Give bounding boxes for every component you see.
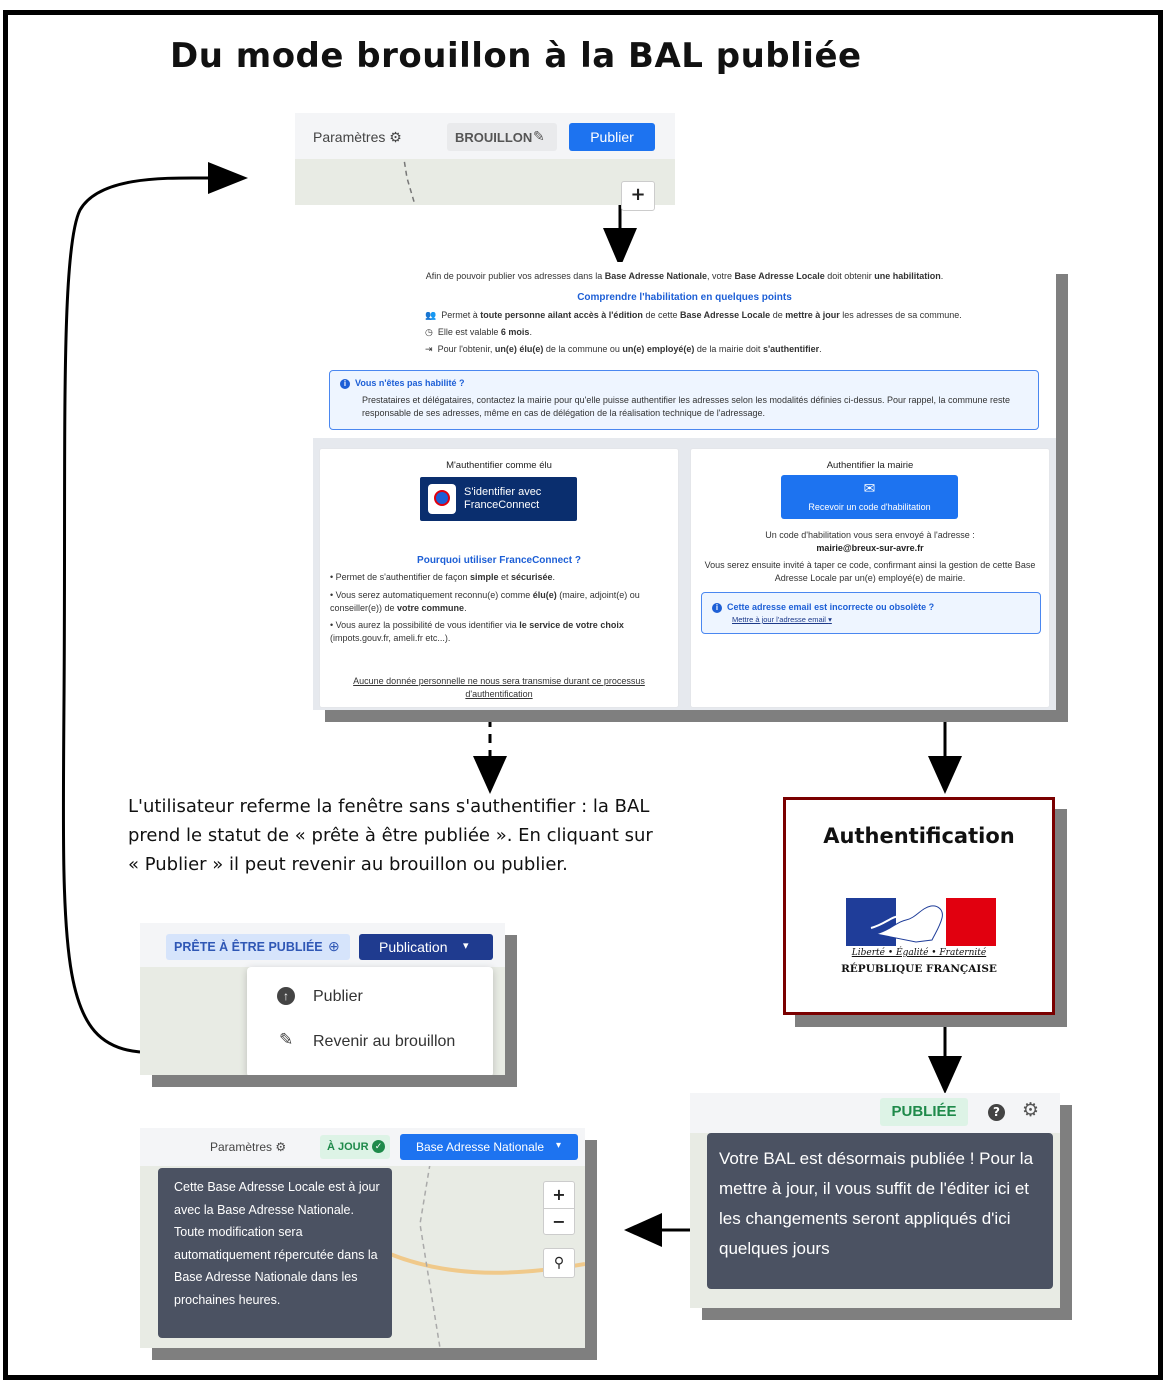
panel-final: Paramètres ⚙ À JOUR ✓ Base Adresse Natio… [140, 1128, 585, 1348]
ready-status-badge: PRÊTE À ÊTRE PUBLIÉE ⊕ [166, 934, 350, 960]
panel-draft: Paramètres ⚙ BROUILLON ✎ Publier + [295, 113, 675, 211]
published-status-badge: PUBLIÉE [880, 1098, 968, 1126]
elected-auth-card: M'authentifier comme élu S'identifier av… [319, 448, 679, 708]
franceconnect-line-2: FranceConnect [464, 499, 540, 511]
publication-label: Publication [379, 939, 448, 955]
habilitation-point-2: ◷ Elle est valable 6 mois. [425, 327, 532, 337]
ban-label: Base Adresse Nationale [416, 1140, 545, 1154]
info-icon: i [340, 378, 350, 389]
settings-link[interactable]: Paramètres ⚙ [210, 1140, 286, 1154]
notice-text: Prestataires et délégataires, contactez … [362, 395, 1011, 418]
draft-badge: BROUILLON ✎ [447, 123, 557, 151]
mairie-email: mairie@breux-sur-avre.fr [816, 543, 924, 553]
habilitation-point-1: 👥 Permet à toute personne ailant accès à… [425, 310, 962, 320]
elected-card-title: M'authentifier comme élu [446, 460, 552, 471]
authentification-title: Authentification [823, 824, 1015, 848]
published-tooltip: Votre BAL est désormais publiée ! Pour l… [707, 1133, 1053, 1289]
draft-label: BROUILLON [455, 130, 533, 145]
mairie-card-title: Authentifier la mairie [826, 460, 914, 471]
franceconnect-button[interactable]: S'identifier avec FranceConnect [420, 477, 577, 521]
gear-icon: ⚙ [389, 129, 402, 145]
menu-item-revenir[interactable]: ✎ Revenir au brouillon [247, 1024, 493, 1062]
loop-back-arrow [61, 176, 211, 1054]
published-tooltip-text: Votre BAL est désormais publiée ! Pour l… [719, 1149, 1034, 1258]
email-notice-title: Cette adresse email est incorrecte ou ob… [727, 602, 935, 612]
sign-in-icon: ⇥ [425, 344, 433, 354]
diagram-title: Du mode brouillon à la BAL publiée [170, 36, 862, 76]
panel-published: PUBLIÉE ? ⚙ Votre BAL est désormais publ… [690, 1093, 1060, 1308]
up-to-date-badge: À JOUR ✓ [320, 1135, 390, 1159]
up-to-date-tooltip: Cette Base Adresse Locale est à jour ave… [158, 1168, 392, 1338]
no-personal-data-link[interactable]: Aucune donnée personnelle ne nous sera t… [353, 676, 645, 699]
caret-down-icon: ▾ [556, 1140, 562, 1151]
habilitation-point-3: ⇥ Pour l'obtenir, un(e) élu(e) de la com… [425, 344, 822, 354]
republic-motto: Liberté • Égalité • Fraternité [851, 948, 987, 958]
habilitation-link[interactable]: Comprendre l'habilitation en quelques po… [577, 292, 792, 303]
code-sent-text: Un code d'habilitation vous sera envoyé … [765, 530, 975, 540]
not-authorized-notice: i Vous n'êtes pas habilité ? Prestataire… [329, 370, 1039, 430]
settings-link[interactable]: Paramètres ⚙ [313, 129, 402, 146]
users-icon: 👥 [425, 310, 437, 320]
menu-publier-label: Publier [313, 988, 363, 1005]
pencil-icon: ✎ [279, 1030, 294, 1049]
ban-dropdown[interactable]: Base Adresse Nationale ▾ [400, 1134, 578, 1160]
gear-icon[interactable]: ⚙ [1022, 1099, 1040, 1121]
zoom-out-button[interactable]: − [552, 1212, 566, 1231]
marianne-logo [846, 898, 996, 946]
habilitation-panel: Afin de pouvoir publier vos adresses dan… [313, 262, 1056, 710]
receive-code-label: Recevoir un code d'habilitation [808, 502, 931, 512]
ready-status-label: PRÊTE À ÊTRE PUBLIÉE [174, 940, 323, 954]
publication-menu: ↑ Publier ✎ Revenir au brouillon [247, 967, 493, 1075]
gear-icon: ⚙ [275, 1140, 287, 1154]
zoom-in-button[interactable]: + [544, 1182, 574, 1209]
caret-down-icon: ▾ [463, 940, 469, 952]
loop-arrowhead [208, 162, 248, 194]
caret-down-icon: ▾ [828, 615, 832, 624]
republique-francaise: RÉPUBLIQUE FRANÇAISE [841, 963, 997, 975]
map-background [295, 152, 675, 206]
notice-title: Vous n'êtes pas habilité ? [355, 378, 465, 388]
authentification-box: Authentification Liberté • Égalité • Fra… [783, 797, 1055, 1015]
zoom-in-button[interactable]: + [621, 181, 655, 211]
franceconnect-logo-icon [428, 484, 456, 514]
up-to-date-label: À JOUR [327, 1141, 369, 1153]
fc-benefit-2: • Vous serez automatiquement reconnu(e) … [330, 590, 640, 613]
pencil-ruler-icon: ✎ [533, 128, 545, 144]
settings-label: Paramètres [313, 129, 386, 145]
publish-button[interactable]: Publier [569, 123, 655, 151]
update-email-link[interactable]: Mettre à jour l'adresse email ▾ [732, 615, 832, 624]
fc-benefit-3: • Vous aurez la possibilité de vous iden… [330, 620, 624, 643]
why-franceconnect: Pourquoi utiliser FranceConnect ? [417, 555, 581, 566]
arrow-circle-up-icon: ↑ [277, 987, 295, 1005]
envelope-icon: ✉ [863, 480, 876, 496]
close-window-caption: L'utilisateur referme la fenêtre sans s'… [128, 796, 653, 875]
arrow-circle-up-icon: ⊕ [328, 938, 340, 954]
help-icon[interactable]: ? [988, 1104, 1005, 1121]
clock-icon: ◷ [425, 327, 433, 337]
mairie-auth-card: Authentifier la mairie ✉ Recevoir un cod… [690, 448, 1050, 708]
fc-benefit-1: • Permet de s'authentifier de façon simp… [330, 572, 556, 582]
receive-code-button[interactable]: ✉ Recevoir un code d'habilitation [781, 475, 958, 519]
menu-item-publier[interactable]: ↑ Publier [247, 979, 493, 1017]
settings-label: Paramètres [210, 1140, 273, 1154]
up-to-date-tooltip-text: Cette Base Adresse Locale est à jour ave… [174, 1180, 380, 1307]
invite-text: Vous serez ensuite invité à taper ce cod… [704, 560, 1036, 583]
map-marker-icon[interactable]: ⚲ [543, 1248, 575, 1278]
publication-dropdown[interactable]: Publication ▾ [359, 934, 493, 960]
zoom-control: + − [543, 1181, 575, 1235]
email-notice: i Cette adresse email est incorrecte ou … [701, 592, 1041, 634]
menu-revenir-label: Revenir au brouillon [313, 1033, 456, 1050]
habilitation-intro: Afin de pouvoir publier vos adresses dan… [425, 271, 944, 281]
panel-ready: PRÊTE À ÊTRE PUBLIÉE ⊕ Publication ▾ ↑ P… [140, 923, 505, 1075]
check-circle-icon: ✓ [372, 1140, 385, 1153]
info-icon: i [712, 602, 722, 613]
franceconnect-line-1: S'identifier avec [464, 486, 542, 498]
